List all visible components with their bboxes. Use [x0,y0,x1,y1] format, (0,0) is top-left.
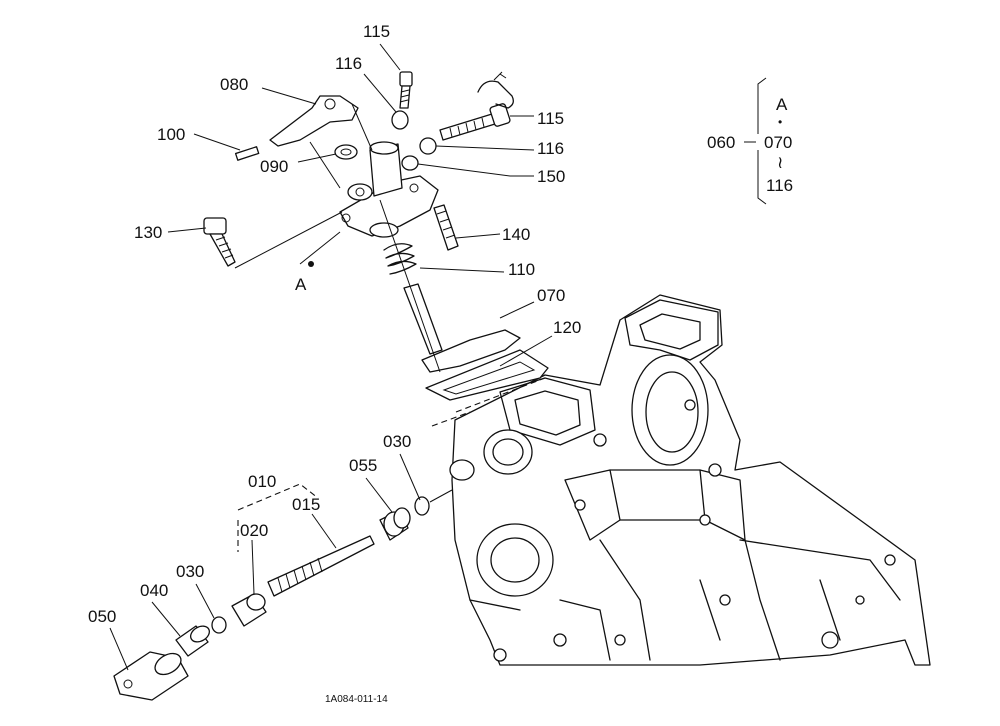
label-100: 100 [157,125,185,144]
wire-clip [477,80,514,109]
label-050: 050 [88,607,116,626]
collar-040 [175,625,210,657]
nut-116-right [419,137,437,155]
label-115-right: 115 [537,109,564,128]
label-116-top: 116 [335,54,362,73]
note-dot: • [778,115,782,129]
bolt-130 [203,217,236,267]
label-115-top: 115 [363,22,390,41]
pin-100 [234,146,260,161]
label-030-top: 030 [383,432,411,451]
note-tilde: ≀ [777,153,783,172]
label-110: 110 [508,260,535,279]
leader-lines [109,43,553,671]
note-mid-070: 070 [764,133,792,152]
note-bottom-116: 116 [766,176,793,195]
governor-shaft-070 [403,283,521,373]
label-010: 010 [248,472,276,491]
label-120: 120 [553,318,581,337]
label-080: 080 [220,75,248,94]
screw-115-top [399,71,413,109]
spring-110 [383,243,417,275]
label-015: 015 [292,495,320,514]
label-a: A [295,275,307,294]
stud-140 [433,204,459,251]
label-070: 070 [537,286,565,305]
label-116-right: 116 [537,139,564,158]
washer-090 [334,144,358,160]
label-040: 040 [140,581,168,600]
bushing-020 [231,593,267,627]
washer-030-top [414,496,430,516]
nut-116-top [391,110,409,130]
part-labels: 115 116 080 100 090 115 116 150 130 140 … [88,22,581,626]
note-group-060: 060 [707,133,735,152]
label-150: 150 [537,167,565,186]
label-090: 090 [260,157,288,176]
assembly-note-060: 060 A • 070 ≀ 116 [707,77,793,205]
governor-assembly [203,71,549,427]
label-020: 020 [240,521,268,540]
drawing-code: 1A084-011-14 [325,694,388,705]
label-130: 130 [134,223,162,242]
lower-shaft-assembly [113,489,453,701]
screw-115-right [439,103,511,141]
shaft-015 [267,535,375,597]
label-030-bottom: 030 [176,562,204,581]
lever-080 [269,95,359,147]
washer-030-bottom [211,616,227,634]
gear-case-housing [449,294,931,666]
sleeve-050 [113,651,189,701]
label-055: 055 [349,456,377,475]
plug-150 [401,155,419,171]
note-bracket [757,77,767,205]
bearing-055 [379,507,411,541]
reference-a-dot [308,261,314,267]
note-top-a: A [776,95,788,114]
label-140: 140 [502,225,530,244]
